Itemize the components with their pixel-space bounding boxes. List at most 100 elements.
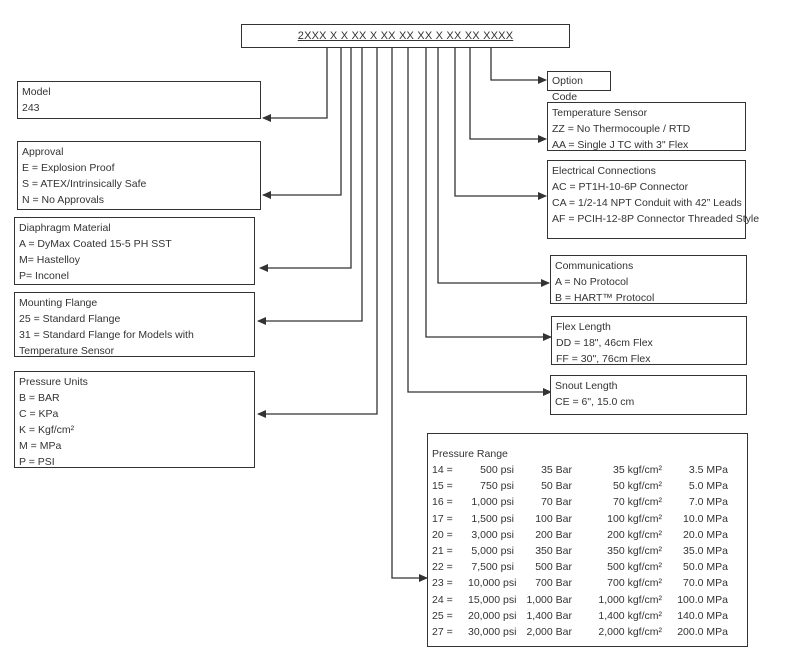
range-mpa: 10.0 MPa	[683, 512, 728, 525]
snout-length-box: Snout Length CE = 6", 15.0 cm	[550, 375, 747, 415]
arrow-temp-sensor	[469, 46, 547, 143]
pressure-units-line: B = BAR	[19, 392, 60, 404]
arrow-electrical	[454, 46, 547, 200]
diaphragm-box: Diaphragm Material A = DyMax Coated 15-5…	[14, 217, 255, 285]
range-code: 21 =	[432, 545, 453, 557]
range-kgf: 70 kgf/cm²	[612, 496, 662, 509]
model-number: 2XXX X X XX X XX XX XX X XX XX XXXX	[297, 30, 514, 42]
range-code: 27 =	[432, 626, 453, 638]
approval-line: E = Explosion Proof	[22, 162, 115, 174]
range-bar: 50 Bar	[541, 480, 572, 493]
range-mpa: 140.0 MPa	[677, 609, 728, 622]
range-psi: 500 psi	[480, 464, 514, 476]
range-psi: 30,000 psi	[468, 626, 517, 638]
range-mpa: 100.0 MPa	[677, 593, 728, 606]
snout-length-line: CE = 6", 15.0 cm	[555, 396, 635, 408]
range-bar: 1,400 Bar	[526, 609, 572, 622]
range-kgf: 1,400 kgf/cm²	[598, 609, 662, 622]
electrical-line: AC = PT1H-10-6P Connector	[552, 181, 689, 193]
pressure-units-line: M = MPa	[19, 440, 62, 452]
approval-title: Approval	[22, 146, 64, 158]
pressure-units-title: Pressure Units	[19, 376, 88, 388]
range-psi: 1,500 psi	[471, 512, 514, 525]
range-psi: 7,500 psi	[471, 561, 514, 574]
diaphragm-line: A = DyMax Coated 15-5 PH SST	[19, 238, 172, 250]
range-code: 25 =	[432, 609, 453, 622]
flex-length-box: Flex Length DD = 18", 46cm Flex FF = 30"…	[551, 316, 747, 365]
range-code: 15 =	[432, 480, 453, 493]
temp-sensor-title: Temperature Sensor	[552, 107, 648, 119]
range-psi: 15,000 psi	[468, 593, 517, 606]
range-code: 17 =	[432, 512, 453, 525]
pressure-range-row: 25 = 20,000 psi 1,400 Bar 1,400 kgf/cm² 140.…	[428, 608, 747, 624]
range-psi: 5,000 psi	[471, 545, 514, 557]
arrow-snout-length	[407, 46, 552, 396]
model-line: 243	[22, 102, 40, 114]
range-code: 14 =	[432, 464, 453, 476]
option-code-title: Option Code	[552, 75, 583, 103]
range-kgf: 500 kgf/cm²	[607, 561, 662, 574]
pressure-range-row: 16 = 1,000 psi 70 Bar 70 kgf/cm² 7.0 MPa	[428, 494, 747, 510]
range-code: 22 =	[432, 561, 453, 574]
communications-line: B = HART™ Protocol	[555, 292, 655, 304]
range-bar: 200 Bar	[535, 528, 572, 541]
range-bar: 350 Bar	[535, 545, 572, 557]
pressure-units-line: K = Kgf/cm²	[19, 424, 75, 436]
range-kgf: 50 kgf/cm²	[612, 480, 662, 493]
model-title: Model	[22, 86, 51, 98]
range-mpa: 3.5 MPa	[688, 464, 728, 476]
range-kgf: 2,000 kgf/cm²	[598, 626, 662, 638]
pressure-range-row: 21 = 5,000 psi 350 Bar 350 kgf/cm² 35.0 MPa	[428, 543, 747, 559]
diaphragm-line: M= Hastelloy	[19, 254, 80, 266]
range-bar: 1,000 Bar	[526, 593, 572, 606]
pressure-units-line: C = KPa	[19, 408, 59, 420]
electrical-box: Electrical Connections AC = PT1H-10-6P C…	[547, 160, 759, 239]
range-mpa: 7.0 MPa	[688, 496, 728, 509]
range-kgf: 1,000 kgf/cm²	[598, 593, 662, 606]
range-mpa: 35.0 MPa	[683, 545, 728, 557]
approval-line: S = ATEX/Intrinsically Safe	[22, 178, 147, 190]
diaphragm-title: Diaphragm Material	[19, 222, 111, 234]
temp-sensor-line: ZZ = No Thermocouple / RTD	[552, 123, 691, 135]
range-bar: 70 Bar	[541, 496, 572, 509]
range-kgf: 700 kgf/cm²	[607, 577, 662, 590]
option-code-box: Option Code	[547, 71, 611, 103]
temp-sensor-box: Temperature Sensor ZZ = No Thermocouple …	[547, 102, 746, 151]
range-psi: 3,000 psi	[471, 528, 514, 541]
range-code: 16 =	[432, 496, 453, 509]
pressure-range-title: Pressure Range	[432, 448, 508, 460]
pressure-units-box: Pressure Units B = BAR C = KPa K = Kgf/c…	[14, 371, 255, 468]
electrical-title: Electrical Connections	[552, 165, 656, 177]
range-kgf: 350 kgf/cm²	[607, 545, 662, 557]
model-box: Model 243	[17, 81, 261, 119]
range-kgf: 35 kgf/cm²	[612, 464, 662, 476]
arrow-option-code	[490, 46, 547, 84]
temp-sensor-line: AA = Single J TC with 3" Flex	[552, 139, 689, 151]
communications-line: A = No Protocol	[555, 276, 629, 288]
mounting-box: Mounting Flange 25 = Standard Flange 31 …	[14, 292, 255, 357]
range-psi: 1,000 psi	[471, 496, 514, 509]
mounting-line: Temperature Sensor	[19, 345, 115, 357]
range-mpa: 70.0 MPa	[683, 577, 728, 590]
diaphragm-line: P= Inconel	[19, 270, 69, 282]
arrow-mounting	[257, 46, 363, 325]
flex-length-line: FF = 30", 76cm Flex	[556, 353, 651, 365]
electrical-line: CA = 1/2-14 NPT Conduit with 42” Leads	[552, 197, 742, 209]
range-mpa: 20.0 MPa	[683, 528, 728, 541]
range-bar: 100 Bar	[535, 512, 572, 525]
approval-box: Approval E = Explosion Proof S = ATEX/In…	[17, 141, 261, 210]
mounting-line: 31 = Standard Flange for Models with	[19, 329, 194, 341]
range-mpa: 5.0 MPa	[688, 480, 728, 493]
range-bar: 500 Bar	[535, 561, 572, 574]
arrow-model	[262, 46, 328, 122]
pressure-units-line: P = PSI	[19, 456, 55, 468]
range-psi: 20,000 psi	[468, 609, 517, 622]
